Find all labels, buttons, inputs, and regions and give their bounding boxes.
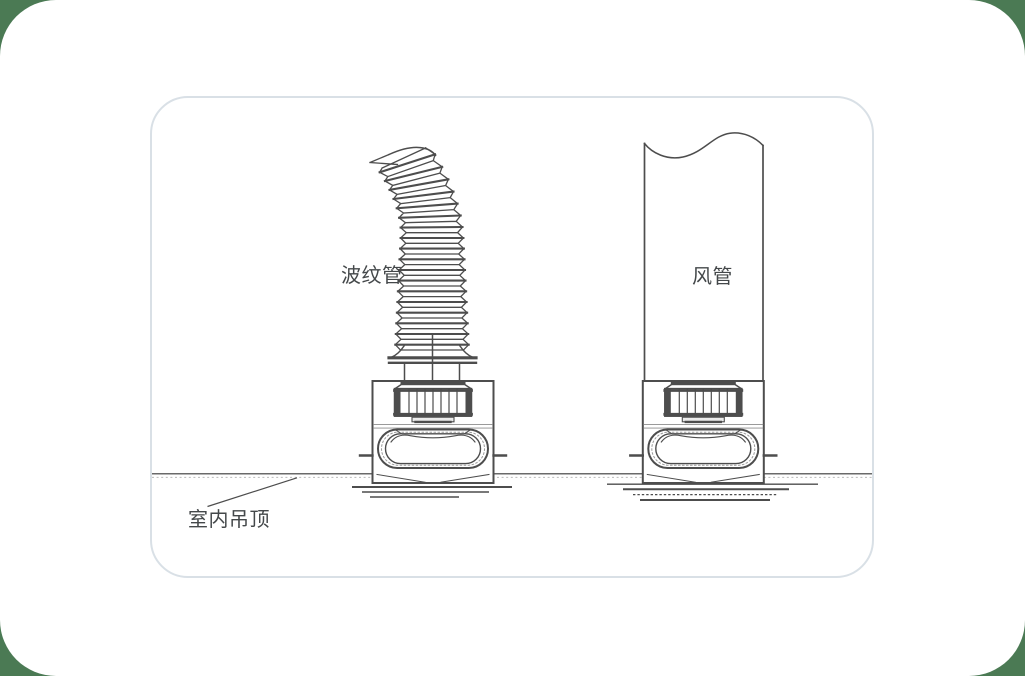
air-duct-label: 风管 (692, 266, 733, 288)
corrugated-pipe-label: 波纹管 (341, 265, 403, 287)
indoor-ceiling-label: 室内吊顶 (188, 509, 270, 531)
diagram-panel (150, 96, 874, 578)
